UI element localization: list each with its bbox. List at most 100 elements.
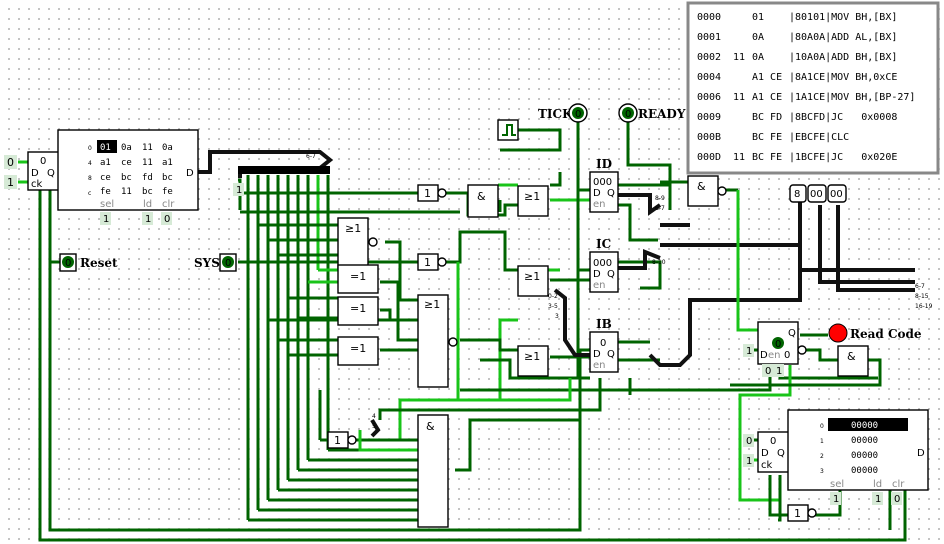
- svg-text:16-19: 16-19: [915, 303, 933, 310]
- svg-text:6-7: 6-7: [306, 153, 316, 160]
- svg-text:8: 8: [88, 175, 92, 182]
- svg-text:1: 1: [875, 494, 881, 505]
- svg-text:fe: fe: [100, 187, 111, 197]
- listing-prefix: 11: [733, 92, 745, 103]
- left-input-pins: 0 1: [4, 155, 17, 189]
- svg-text:00: 00: [810, 189, 823, 200]
- svg-text:D: D: [593, 188, 601, 199]
- svg-text:6-7: 6-7: [655, 205, 665, 212]
- bus-input-pin[interactable]: [233, 183, 244, 196]
- gate-or-1: ≥1: [337, 217, 378, 269]
- svg-text:&: &: [697, 180, 706, 193]
- rom-left-clr[interactable]: [161, 212, 172, 225]
- svg-text:5: 5: [372, 423, 376, 430]
- listing-address: 0002: [697, 52, 721, 63]
- input-pin-ck[interactable]: [4, 175, 17, 189]
- svg-text:0: 0: [40, 156, 46, 167]
- svg-text:=1: =1: [350, 270, 366, 283]
- clock-icon[interactable]: [497, 119, 519, 141]
- svg-text:0: 0: [820, 423, 824, 430]
- svg-text:&: &: [847, 350, 856, 363]
- svg-text:0a: 0a: [121, 143, 132, 153]
- svg-text:0: 0: [784, 350, 790, 361]
- listing-bytes: A1 CE: [752, 72, 782, 83]
- listing-code: |1BCFE|JC 0x020E: [789, 152, 897, 163]
- gate-xor-1: =1: [337, 264, 379, 294]
- register-ib: IB 0 D Q en: [589, 317, 619, 373]
- svg-text:0: 0: [894, 494, 900, 505]
- svg-text:11: 11: [142, 158, 153, 168]
- svg-text:0: 0: [225, 258, 231, 269]
- svg-text:1: 1: [103, 214, 109, 225]
- svg-text:4: 4: [88, 160, 92, 167]
- listing-bytes: 01: [752, 12, 764, 23]
- svg-text:=1: =1: [350, 302, 366, 315]
- svg-text:IB: IB: [596, 317, 612, 331]
- read-code-led: Read Code: [828, 323, 922, 343]
- gate-xor-2: =1: [337, 296, 379, 326]
- gate-not-lower: 1: [327, 431, 357, 449]
- gate-not-lower-right: 1: [787, 504, 817, 522]
- listing-address: 0006: [697, 92, 721, 103]
- register-id: ID 000 D Q en: [589, 157, 619, 213]
- svg-text:00: 00: [830, 189, 843, 200]
- listing-code: |8A1CE|MOV BH,0xCE: [789, 72, 897, 83]
- rom-left-ld[interactable]: [142, 212, 153, 225]
- svg-text:en: en: [768, 350, 781, 361]
- svg-text:D: D: [593, 349, 601, 360]
- sys-input[interactable]: SYS 0: [194, 253, 237, 272]
- svg-text:ld: ld: [143, 199, 152, 210]
- svg-text:IC: IC: [596, 237, 611, 251]
- svg-text:Q: Q: [607, 269, 615, 280]
- svg-text:6-7: 6-7: [915, 283, 925, 290]
- svg-text:clr: clr: [162, 199, 175, 210]
- svg-text:3: 3: [555, 313, 559, 320]
- hex-display: 8 00 00: [789, 184, 847, 203]
- svg-text:D: D: [31, 168, 39, 179]
- svg-text:en: en: [593, 360, 606, 371]
- register-ic: IC 000 D Q en: [589, 237, 619, 293]
- svg-text:D: D: [760, 350, 768, 361]
- svg-text:00000: 00000: [851, 451, 878, 461]
- reset-label: Reset: [80, 256, 118, 270]
- svg-text:3-5: 3-5: [548, 303, 558, 310]
- svg-text:01: 01: [100, 143, 111, 153]
- svg-text:0: 0: [88, 145, 92, 152]
- svg-text:fe: fe: [162, 187, 173, 197]
- svg-text:ce: ce: [121, 158, 132, 168]
- gate-and-readcode: &: [837, 345, 869, 377]
- svg-text:3: 3: [820, 468, 824, 475]
- svg-text:Q: Q: [47, 168, 55, 179]
- input-pin-d[interactable]: [4, 155, 17, 169]
- svg-text:0: 0: [770, 436, 776, 447]
- svg-text:1: 1: [424, 256, 431, 269]
- gate-not-id: 1: [417, 184, 447, 202]
- svg-text:ID: ID: [596, 157, 612, 171]
- svg-text:D: D: [186, 168, 194, 179]
- svg-text:00000: 00000: [851, 436, 878, 446]
- rom-left-sel[interactable]: [100, 212, 111, 225]
- svg-text:Q: Q: [607, 349, 615, 360]
- listing-address: 000D: [697, 152, 721, 163]
- listing-code: |80A0A|ADD AL,[BX]: [789, 32, 897, 43]
- gate-or-big: ≥1: [417, 294, 458, 388]
- svg-text:ld: ld: [873, 479, 882, 490]
- svg-text:1: 1: [776, 366, 782, 377]
- ready-probe: 0 READY: [618, 103, 686, 123]
- svg-text:≥1: ≥1: [345, 222, 361, 235]
- listing-prefix: 11: [733, 52, 745, 63]
- listing-bytes: A1 CE: [752, 92, 782, 103]
- svg-text:0: 0: [575, 109, 581, 120]
- listing-address: 0004: [697, 72, 721, 83]
- svg-text:1: 1: [833, 494, 839, 505]
- listing-address: 0000: [697, 12, 721, 23]
- svg-text:8-15: 8-15: [915, 293, 929, 300]
- svg-text:0: 0: [765, 366, 771, 377]
- reset-input[interactable]: 0 Reset: [59, 253, 118, 272]
- svg-text:1: 1: [794, 507, 801, 520]
- listing-bytes: BC FE: [752, 132, 782, 143]
- listing-code: |80101|MOV BH,[BX]: [789, 12, 897, 23]
- svg-text:Q: Q: [607, 188, 615, 199]
